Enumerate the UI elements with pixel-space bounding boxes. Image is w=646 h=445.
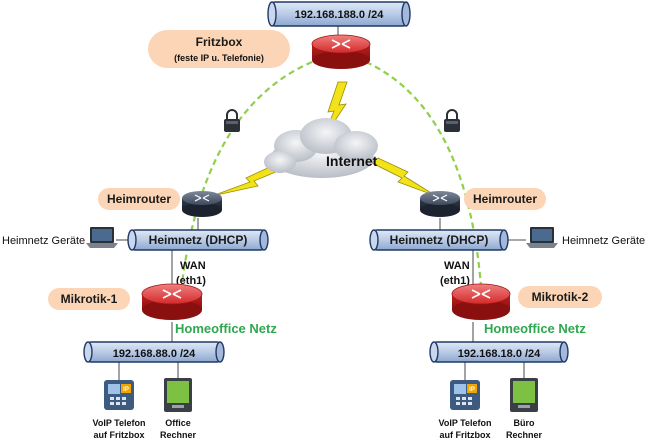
- right-heimnetz-label: Heimnetz (DHCP): [390, 233, 489, 247]
- left-devices-label: Heimnetz Geräte: [2, 235, 85, 247]
- right-wan-port: (eth1): [440, 275, 470, 287]
- left-subnet-label: 192.168.88.0 /24: [113, 348, 196, 360]
- right-laptop-icon: [526, 227, 558, 248]
- left-heimnetz-label: Heimnetz (DHCP): [149, 233, 248, 247]
- network-links: [116, 26, 526, 380]
- internet-label: Internet: [326, 153, 378, 169]
- right-heimrouter-pill: [464, 188, 546, 210]
- right-office-pc-icon: [510, 378, 538, 412]
- left-phone-label-2: auf Fritzbox: [94, 430, 145, 440]
- vpn-tunnel-right: [365, 61, 484, 301]
- mikrotik-2-label: Mikrotik-2: [532, 290, 589, 304]
- mikrotik-2-router-icon: [451, 283, 511, 320]
- right-homeoffice-label: Homeoffice Netz: [484, 321, 586, 336]
- mikrotik-2-pill: [518, 286, 602, 308]
- fritzbox-title: Fritzbox: [196, 35, 243, 49]
- left-pc-label-1: Office: [165, 418, 191, 428]
- right-pc-label-2: Rechner: [506, 430, 543, 440]
- left-office-pc-icon: [164, 378, 192, 412]
- mikrotik-1-label: Mikrotik-1: [61, 292, 118, 306]
- internet-cloud-icon: [264, 118, 378, 178]
- mikrotik-1-pill: [48, 288, 130, 310]
- right-phone-label-1: VoIP Telefon: [438, 418, 491, 428]
- right-voip-phone-icon: IP: [450, 380, 480, 410]
- left-phone-ip-badge: IP: [123, 387, 129, 393]
- left-homeoffice-label: Homeoffice Netz: [175, 321, 277, 336]
- right-phone-label-2: auf Fritzbox: [440, 430, 491, 440]
- left-laptop-icon: [86, 227, 118, 248]
- right-heimnetz-bus: [369, 229, 509, 251]
- left-voip-phone-icon: IP: [104, 380, 134, 410]
- left-wan-port: (eth1): [176, 275, 206, 287]
- right-subnet-label: 192.168.18.0 /24: [458, 348, 541, 360]
- left-pc-label-2: Rechner: [160, 430, 197, 440]
- left-heimrouter-pill: [98, 188, 180, 210]
- lightning-left-internet-icon: [211, 165, 279, 197]
- left-wan-label: WAN: [180, 260, 206, 272]
- right-homeoffice-bus: [429, 341, 569, 363]
- left-heimrouter-icon: [182, 191, 222, 217]
- left-homeoffice-bus: [83, 341, 225, 363]
- right-wan-label: WAN: [444, 260, 470, 272]
- mikrotik-1-router-icon: [141, 283, 203, 320]
- fritzbox-pill: [148, 30, 290, 68]
- fritzbox-router-icon: [311, 34, 371, 69]
- left-heimrouter-label: Heimrouter: [107, 192, 171, 206]
- right-pc-label-1: Büro: [514, 418, 535, 428]
- subnet-top-label: 192.168.188.0 /24: [295, 9, 385, 21]
- lock-right-icon: [444, 109, 460, 132]
- subnet-bus-top: [267, 1, 411, 27]
- fritzbox-subtitle: (feste IP u. Telefonie): [174, 53, 264, 63]
- vpn-tunnel-left: [178, 60, 313, 301]
- right-heimrouter-label: Heimrouter: [473, 192, 537, 206]
- lightning-right-internet-icon: [371, 157, 437, 197]
- lock-left-icon: [224, 109, 240, 132]
- left-heimnetz-bus: [127, 229, 269, 251]
- right-heimrouter-icon: [420, 191, 460, 217]
- left-phone-label-1: VoIP Telefon: [92, 418, 145, 428]
- right-phone-ip-badge: IP: [469, 387, 475, 393]
- right-devices-label: Heimnetz Geräte: [562, 235, 645, 247]
